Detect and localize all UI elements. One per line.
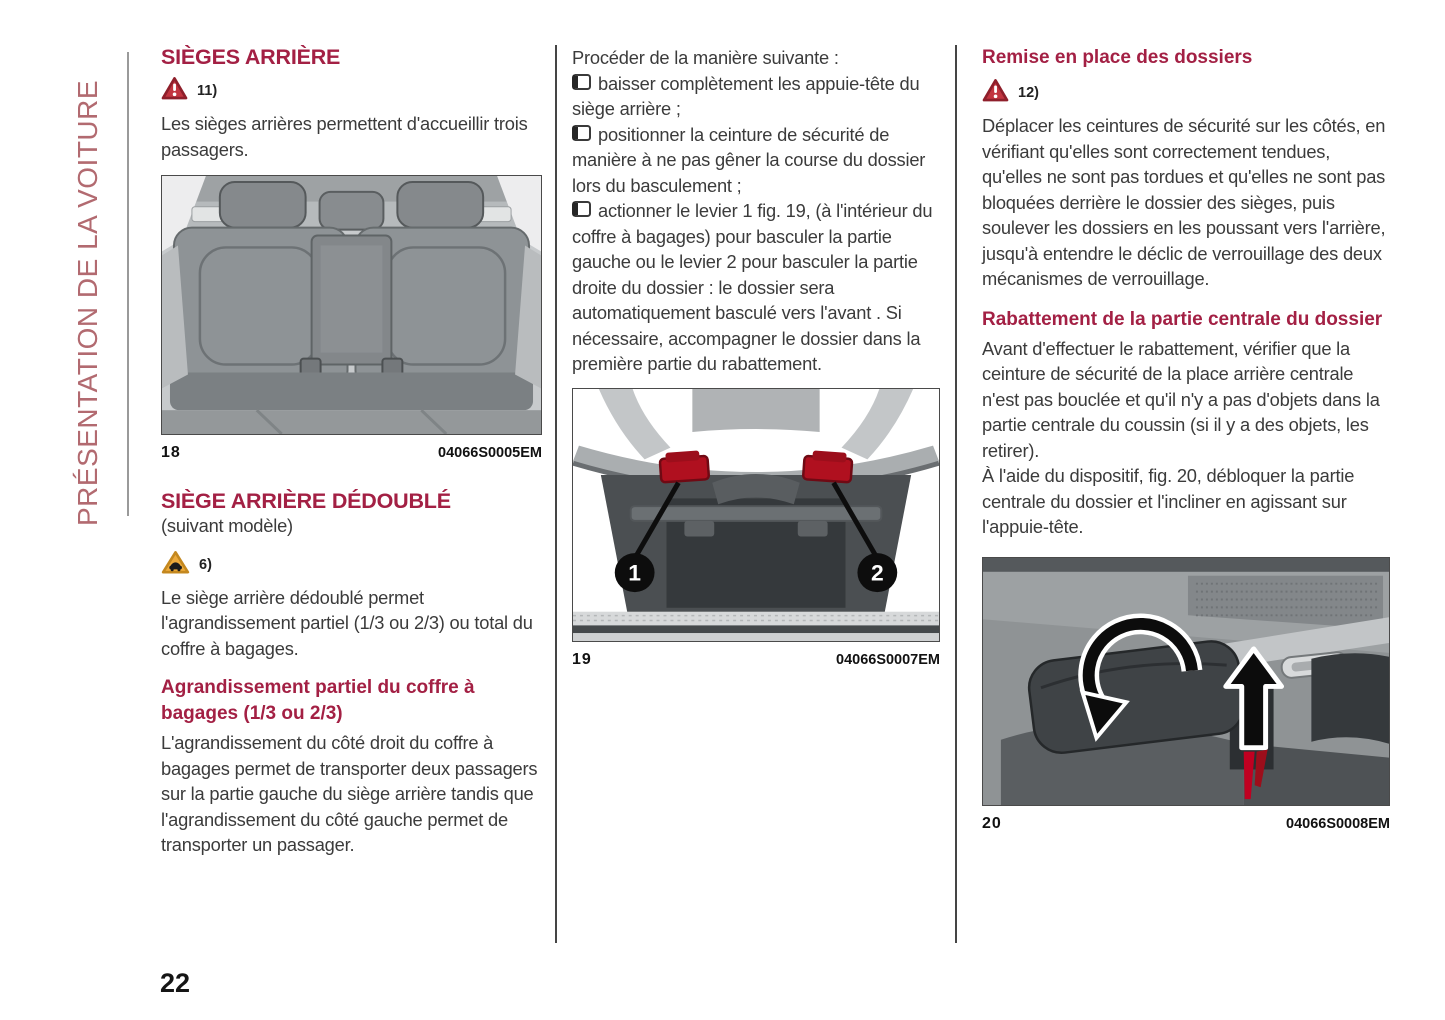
chapter-sidebar-label: PRÉSENTATION DE LA VOITURE <box>72 79 103 526</box>
column-3: Remise en place des dossiers 12) Déplace… <box>982 45 1390 833</box>
figure-number: 18 <box>161 444 181 461</box>
figure-number: 20 <box>982 814 1002 832</box>
procedure-step: positionner la ceinture de sécurité de m… <box>572 122 940 199</box>
subsection-title-agrandissement: Agrandissement partiel du coffre à bagag… <box>161 677 475 724</box>
step-text: baisser complètement les appuie-tête du … <box>572 72 920 120</box>
callout-1: 1 <box>628 559 641 585</box>
section-title-siege-dedouble: SIÈGE ARRIÈRE DÉDOUBLÉ <box>161 489 451 513</box>
procedure-step: actionner le levier 1 fig. 19, (à l'inté… <box>572 198 940 377</box>
figure-number: 19 <box>572 650 592 668</box>
checkbox-bullet-icon <box>572 201 591 217</box>
paragraph: À l'aide du dispositif, fig. 20, débloqu… <box>982 465 1355 537</box>
figure-19-trunk-levers-image: 1 2 <box>572 387 940 642</box>
warning-reference-row: 6) <box>161 550 542 580</box>
paragraph: Le siège arrière dédoublé permet l'agran… <box>161 586 533 659</box>
figure-18-caption: 18 04066S0005EM <box>161 444 542 462</box>
procedure-intro: Procéder de la manière suivante : <box>572 47 839 68</box>
figure-code: 04066S0007EM <box>836 651 940 668</box>
figure-20-caption: 20 04066S0008EM <box>982 815 1390 833</box>
subsection-title-remise: Remise en place des dossiers <box>982 47 1253 68</box>
warning-triangle-red-icon <box>982 78 1009 108</box>
figure-code: 04066S0008EM <box>1286 815 1390 832</box>
warning-ref-number: 11) <box>197 83 218 99</box>
figure-19-caption: 19 04066S0007EM <box>572 651 940 669</box>
paragraph: Les sièges arrières permettent d'accueil… <box>161 113 528 160</box>
warning-reference-row: 12) <box>982 78 1390 108</box>
step-text: positionner la ceinture de sécurité de m… <box>572 123 926 196</box>
figure-18-rear-seats-image <box>161 175 542 435</box>
sidebar-rule <box>127 52 129 516</box>
figure-20-headrest-device-image <box>982 556 1390 806</box>
model-note: (suivant modèle) <box>161 515 293 536</box>
column-1: SIÈGES ARRIÈRE 11) Les sièges arrières p… <box>161 45 542 858</box>
subsection-title-rabattement: Rabattement de la partie centrale du dos… <box>982 308 1383 330</box>
section-title-sieges-arriere: SIÈGES ARRIÈRE <box>161 45 341 69</box>
warning-ref-number: 12) <box>1018 85 1039 101</box>
warning-triangle-yellow-icon <box>161 550 190 580</box>
warning-reference-row: 11) <box>161 76 542 106</box>
figure-code: 04066S0005EM <box>438 445 542 461</box>
checkbox-bullet-icon <box>572 124 591 141</box>
callout-2: 2 <box>871 559 884 585</box>
column-divider <box>555 45 557 943</box>
column-divider <box>955 45 957 943</box>
paragraph: Déplacer les ceintures de sécurité sur l… <box>982 115 1386 289</box>
checkbox-bullet-icon <box>572 73 591 90</box>
column-2: Procéder de la manière suivante : baisse… <box>572 45 940 669</box>
paragraph: L'agrandissement du côté droit du coffre… <box>161 732 538 855</box>
warning-triangle-red-icon <box>161 76 188 106</box>
paragraph: Avant d'effectuer le rabattement, vérifi… <box>982 337 1380 461</box>
procedure-step: baisser complètement les appuie-tête du … <box>572 71 940 122</box>
warning-ref-number: 6) <box>199 556 212 573</box>
page-number: 22 <box>160 968 191 998</box>
step-text: actionner le levier 1 fig. 19, (à l'inté… <box>572 200 933 374</box>
